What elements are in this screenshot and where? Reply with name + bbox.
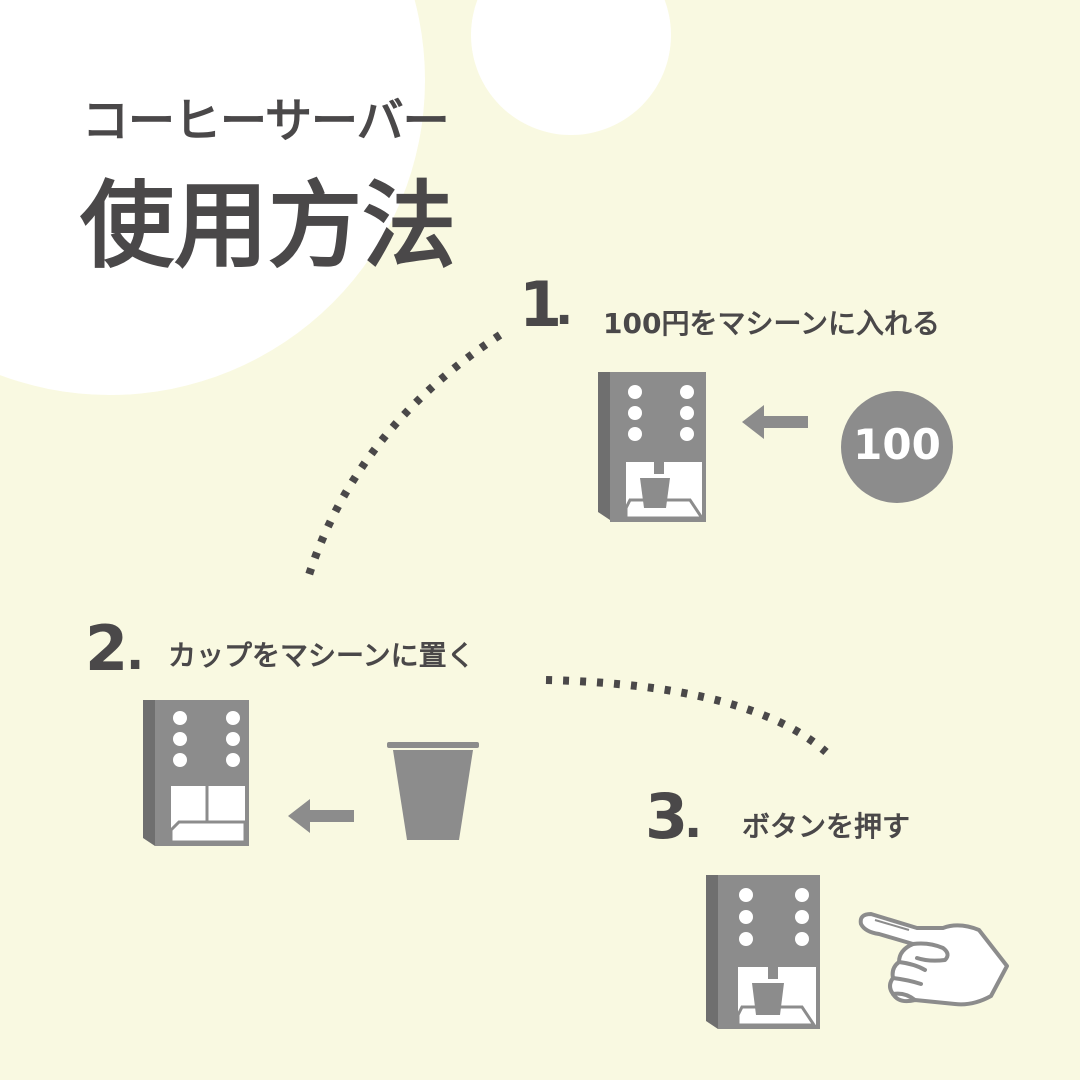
step-3-number: 3: [645, 780, 689, 853]
step-1-dot: .: [555, 280, 574, 336]
pointing-hand-icon: [858, 912, 1009, 1007]
coffee-machine-icon: [706, 875, 820, 1029]
step-1-number: 1: [519, 268, 563, 341]
step-2-text: カップをマシーンに置く: [168, 639, 475, 672]
coin-label: 100: [853, 420, 941, 469]
title-line-1: コーヒーサーバー: [82, 94, 450, 149]
title-line-2: 使用方法: [80, 172, 457, 281]
step-1-text: 100円をマシーンに入れる: [603, 307, 941, 340]
coffee-machine-icon: [598, 372, 706, 522]
step-2-number: 2: [85, 612, 129, 685]
cup-icon: [387, 742, 479, 840]
coffee-machine-icon: [143, 700, 249, 846]
step-3-text: ボタンを押す: [742, 810, 911, 843]
coin-icon: [841, 391, 953, 503]
step-2-dot: .: [126, 625, 145, 681]
step-3-dot: .: [684, 793, 703, 849]
arrow-left-icon: [288, 799, 354, 833]
arrow-left-icon: [742, 405, 808, 439]
